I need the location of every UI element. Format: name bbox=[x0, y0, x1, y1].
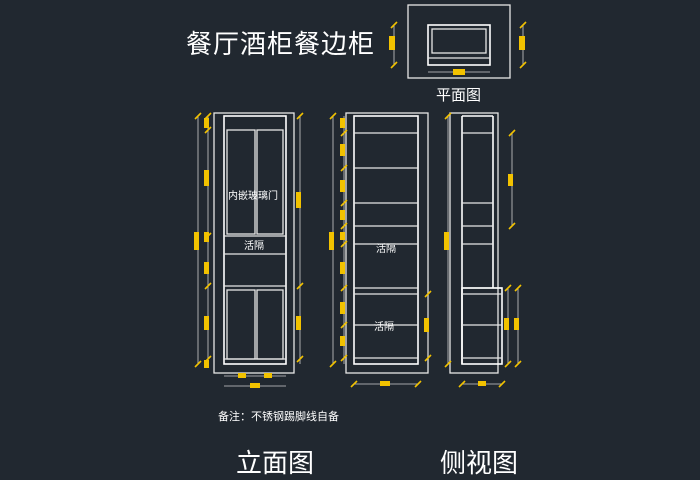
front-frame-left-guide bbox=[213, 112, 295, 374]
side-view bbox=[444, 112, 522, 388]
open-cabinet-outline bbox=[353, 115, 419, 365]
shelf-lower-label: 活隔 bbox=[374, 321, 394, 333]
front-elevation-shelves: 活隔 活隔 bbox=[329, 112, 432, 388]
plan-view bbox=[389, 4, 527, 79]
side-frame-guide bbox=[449, 112, 499, 374]
glass-door-left bbox=[226, 129, 256, 235]
shelf-middle-label: 活隔 bbox=[376, 243, 396, 255]
lower-door-right bbox=[256, 289, 284, 360]
note-text: 备注：不锈钢踢脚线自备 bbox=[218, 410, 339, 423]
plan-dim-bottom-value bbox=[453, 69, 465, 75]
front-elevation-doors: 内嵌玻璃门 活隔 bbox=[194, 112, 304, 388]
drawing-title: 餐厅酒柜餐边柜 bbox=[186, 30, 376, 60]
plan-frame bbox=[407, 4, 511, 79]
front-dim-overall-value bbox=[194, 232, 199, 250]
plan-dim-left-value bbox=[389, 36, 395, 50]
side-view-label: 侧视图 bbox=[440, 449, 519, 479]
elevation-view-label: 立面图 bbox=[236, 449, 315, 479]
shelf-upper-label: 活隔 bbox=[244, 240, 264, 252]
glass-door-right bbox=[256, 129, 284, 235]
plan-view-label: 平面图 bbox=[436, 86, 482, 104]
plan-cabinet-outline bbox=[427, 24, 491, 66]
open-frame-guide bbox=[345, 112, 429, 374]
glass-door-label: 内嵌玻璃门 bbox=[228, 189, 278, 202]
front-cabinet-outline bbox=[223, 115, 287, 365]
plan-cabinet-inner bbox=[431, 28, 487, 54]
lower-door-left bbox=[226, 289, 256, 360]
side-lower-cabinet bbox=[461, 287, 503, 365]
plan-dim-right-value bbox=[519, 36, 525, 50]
